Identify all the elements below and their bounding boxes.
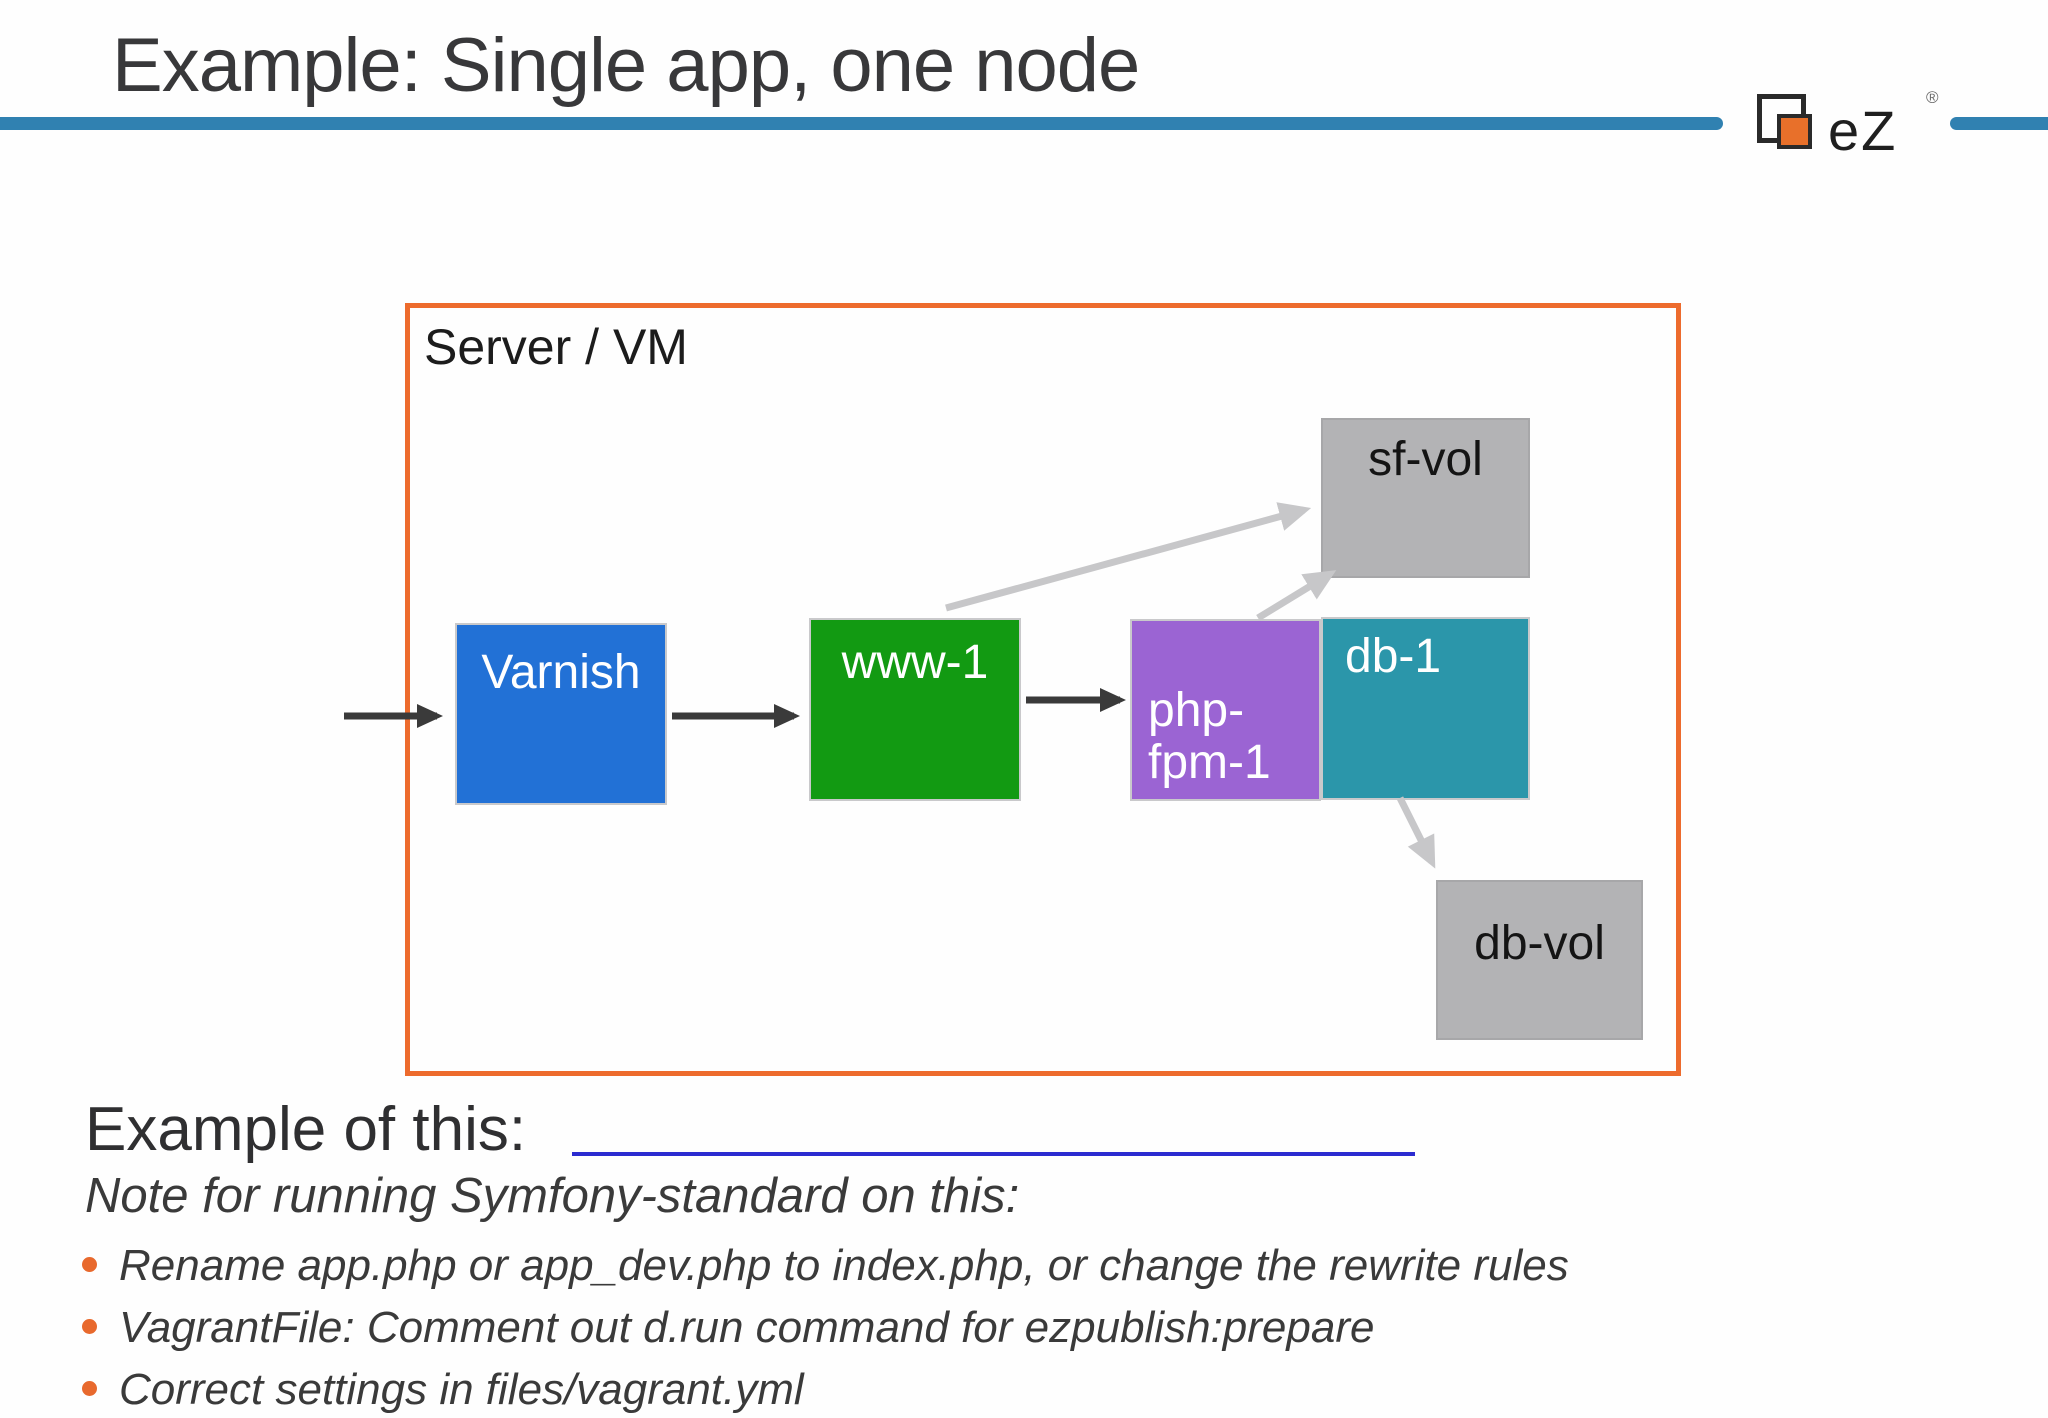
node-php-fpm-1-label: php- fpm-1 xyxy=(1148,683,1271,789)
node-db-1-label: db-1 xyxy=(1345,630,1442,683)
ez-logo-text: eZ xyxy=(1828,98,1897,163)
ez-logo-letter-e: e xyxy=(1828,99,1862,162)
example-of-this-label: Example of this: xyxy=(85,1095,527,1164)
node-db-vol-label: db-vol xyxy=(1474,917,1605,970)
node-varnish-label: Varnish xyxy=(481,646,641,699)
ez-logo-orange-square-icon xyxy=(1777,114,1812,149)
node-www-1-label: www-1 xyxy=(841,636,989,689)
accent-rule-right xyxy=(1950,117,2048,130)
bullet-dot-icon xyxy=(82,1381,97,1396)
registered-mark: ® xyxy=(1926,88,1939,107)
bullet-dot-icon xyxy=(82,1257,97,1272)
example-link-underline[interactable] xyxy=(572,1152,1415,1156)
node-sf-vol-label: sf-vol xyxy=(1368,433,1483,486)
node-www-1: www-1 xyxy=(809,618,1021,801)
bullet-text: Correct settings in files/vagrant.yml xyxy=(119,1365,804,1414)
server-vm-container: Server / VM xyxy=(405,303,1681,1076)
bullet-item: Rename app.php or app_dev.php to index.p… xyxy=(82,1241,1569,1291)
node-db-1: db-1 xyxy=(1321,617,1530,800)
server-vm-label: Server / VM xyxy=(424,319,688,375)
ez-logo-letter-z: Z xyxy=(1861,99,1898,162)
bullet-item: VagrantFile: Comment out d.run command f… xyxy=(82,1303,1374,1353)
bullet-text: Rename app.php or app_dev.php to index.p… xyxy=(119,1241,1569,1290)
slide-title: Example: Single app, one node xyxy=(112,23,1140,108)
node-php-fpm-1: php- fpm-1 xyxy=(1130,619,1321,801)
accent-rule-left xyxy=(0,117,1723,130)
note-line: Note for running Symfony-standard on thi… xyxy=(85,1169,1020,1223)
node-varnish: Varnish xyxy=(455,623,667,805)
node-sf-vol: sf-vol xyxy=(1321,418,1530,578)
bullet-text: VagrantFile: Comment out d.run command f… xyxy=(119,1303,1375,1352)
ez-logo: eZ ® xyxy=(1750,84,1990,164)
bullet-item: Correct settings in files/vagrant.yml xyxy=(82,1365,804,1415)
node-db-vol: db-vol xyxy=(1436,880,1643,1040)
bullet-dot-icon xyxy=(82,1319,97,1334)
